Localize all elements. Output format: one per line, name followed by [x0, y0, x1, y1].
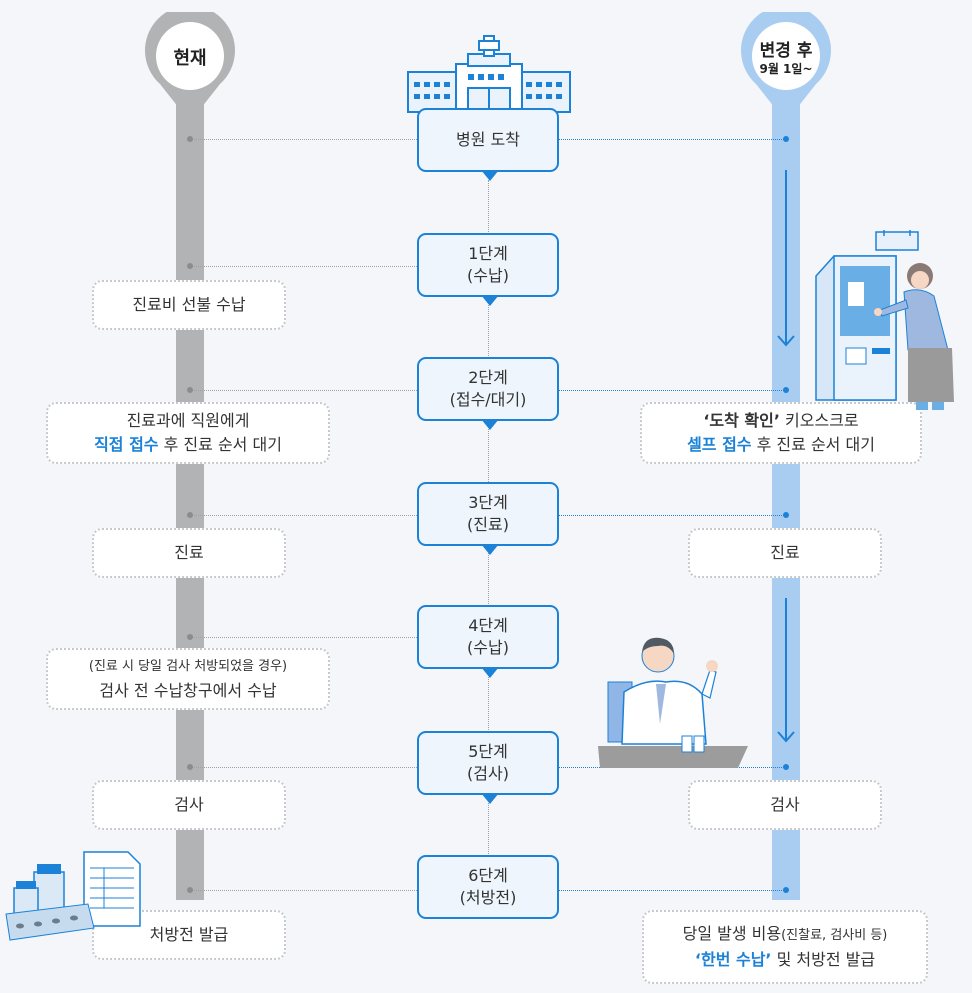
note-text: 후 진료 순서 대기 [158, 435, 282, 454]
step-subtitle: (진료) [467, 515, 509, 534]
connector-line [559, 390, 786, 391]
timeline-dot [783, 512, 789, 518]
step-3: 3단계 (진료) [417, 482, 559, 555]
step-title: 5단계 [468, 742, 508, 761]
timeline-dot [187, 263, 193, 269]
note-text: 처방전 발급 [149, 925, 229, 944]
note-text: 및 처방전 발급 [771, 950, 876, 969]
step-2: 2단계 (접수/대기) [417, 357, 559, 430]
step-6: 6단계 (처방전) [417, 855, 559, 919]
connector-line [190, 637, 417, 638]
connector-line [190, 515, 417, 516]
step-pointer [481, 419, 499, 430]
doctor-illustration [598, 637, 748, 768]
current-test-note: 검사 [92, 780, 286, 830]
after-kiosk-note: ‘도착 확인’ 키오스크로 셀프 접수 후 진료 순서 대기 [640, 402, 922, 464]
step-pointer [481, 793, 499, 804]
note-text: ‘한번 수납’ 및 처방전 발급 [695, 948, 875, 972]
connector-line [190, 139, 417, 140]
timeline-dot [783, 387, 789, 393]
timeline-dot [187, 764, 193, 770]
step-subtitle: (접수/대기) [449, 390, 527, 409]
note-text: 진료 [174, 543, 204, 562]
after-label: 변경 후 [759, 41, 813, 61]
step-title: 6단계 [468, 866, 508, 885]
kiosk-illustration [815, 230, 954, 410]
prescription-illustration [5, 851, 141, 941]
timeline-dot [187, 634, 193, 640]
note-text: 진료비 선불 수납 [132, 295, 246, 314]
current-payment-note: 진료비 선불 수납 [92, 280, 286, 330]
note-text: 당일 발생 비용 [682, 924, 782, 943]
note-text: 검사 전 수납창구에서 수납 [99, 681, 277, 700]
step-title: 3단계 [468, 493, 508, 512]
step-1: 1단계 (수납) [417, 233, 559, 306]
step-pointer [481, 544, 499, 555]
note-text: 검사 [174, 795, 204, 814]
step-subtitle: (검사) [467, 764, 509, 783]
note-text: 검사 [770, 795, 800, 814]
down-arrow-icon [777, 598, 795, 743]
connector-line [559, 515, 786, 516]
timeline-dot [187, 136, 193, 142]
current-treatment-note: 진료 [92, 528, 286, 578]
hospital-icon [407, 35, 571, 113]
step-title: 2단계 [468, 368, 508, 387]
after-test-note: 검사 [688, 780, 882, 830]
step-pointer [481, 170, 499, 181]
timeline-dot [783, 136, 789, 142]
step-subtitle: (수납) [467, 638, 509, 657]
connector-line [190, 767, 417, 768]
bold-text: ‘도착 확인’ [703, 411, 780, 430]
current-reception-note: 진료과에 직원에게 직접 접수 후 진료 순서 대기 [46, 402, 330, 464]
after-final-payment-note: 당일 발생 비용(진찰료, 검사비 등) ‘한번 수납’ 및 처방전 발급 [642, 910, 928, 984]
connector-line [190, 390, 417, 391]
note-text: ‘도착 확인’ 키오스크로 [703, 409, 858, 433]
step-pointer [481, 667, 499, 678]
timeline-dot [783, 764, 789, 770]
note-text: (진료 시 당일 검사 처방되었을 경우) [88, 659, 288, 674]
timeline-dot [783, 887, 789, 893]
down-arrow-icon [777, 170, 795, 347]
note-text: 진료 [770, 543, 800, 562]
highlight-text: 셀프 접수 [687, 435, 752, 454]
highlight-text: 직접 접수 [94, 435, 159, 454]
step-4: 4단계 (수납) [417, 605, 559, 678]
step-arrival: 병원 도착 [417, 108, 559, 181]
after-treatment-note: 진료 [688, 528, 882, 578]
step-subtitle: (처방전) [459, 888, 517, 907]
connector-line [190, 266, 417, 267]
connector-line [190, 890, 417, 891]
connector-line [559, 890, 786, 891]
step-title: 1단계 [468, 244, 508, 263]
timeline-dot [187, 387, 193, 393]
highlight-text: ‘한번 수납’ [694, 950, 772, 969]
step-5: 5단계 (검사) [417, 731, 559, 804]
current-pin-icon [145, 12, 235, 122]
note-small-text: (진찰료, 검사비 등) [781, 928, 888, 943]
note-text: 셀프 접수 후 진료 순서 대기 [687, 433, 875, 457]
step-subtitle: (수납) [467, 266, 509, 285]
step-title: 4단계 [468, 616, 508, 635]
note-text: 후 진료 순서 대기 [751, 435, 875, 454]
step-pointer [481, 295, 499, 306]
connector-line [559, 139, 786, 140]
timeline-dot [187, 512, 193, 518]
note-text: 진료과에 직원에게 [126, 411, 250, 430]
current-label: 현재 [173, 48, 207, 69]
timeline-dot [187, 887, 193, 893]
note-text: 키오스크로 [779, 411, 859, 430]
note-text: 당일 발생 비용(진찰료, 검사비 등) [683, 922, 888, 948]
after-pin-icon [741, 12, 831, 122]
after-date: 9월 1일~ [759, 62, 813, 76]
step-title: 병원 도착 [456, 130, 520, 149]
note-text: 직접 접수 후 진료 순서 대기 [94, 433, 282, 457]
current-test-payment-note: (진료 시 당일 검사 처방되었을 경우) 검사 전 수납창구에서 수납 [46, 648, 330, 710]
